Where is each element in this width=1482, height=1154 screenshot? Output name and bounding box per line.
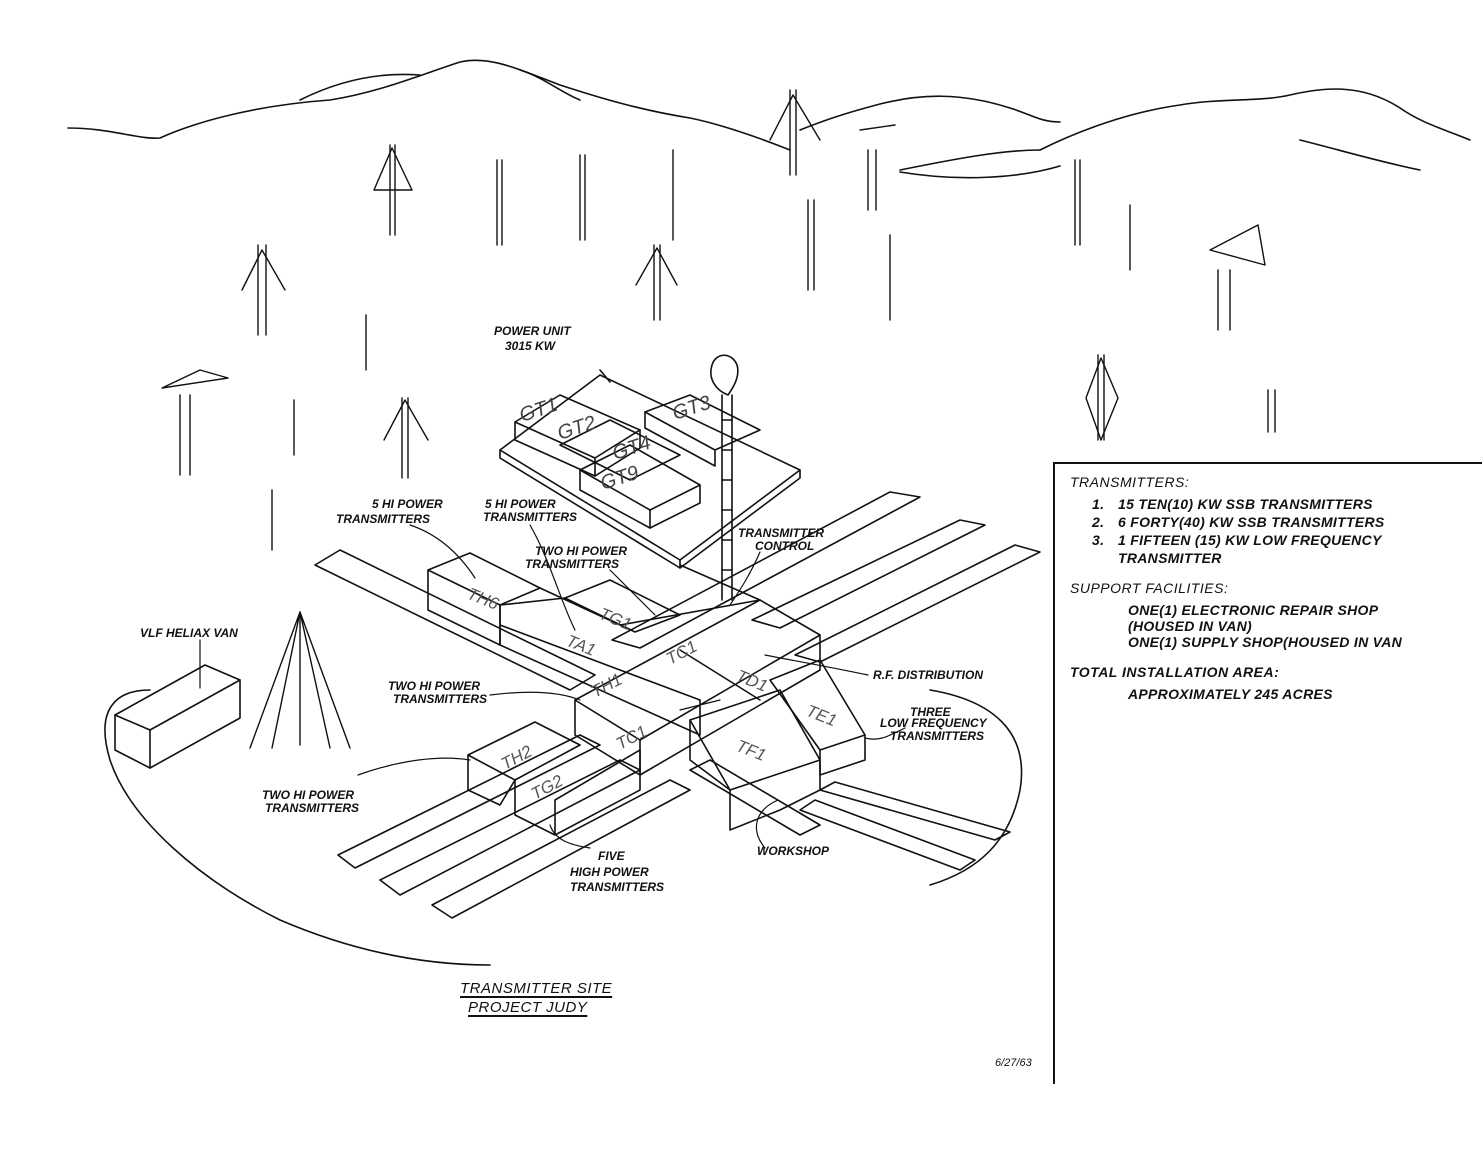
five-hi-power-left-2: TRANSMITTERS	[336, 512, 430, 526]
five-hi-power-center-2: TRANSMITTERS	[483, 510, 577, 524]
area-value: APPROXIMATELY 245 ACRES	[1128, 686, 1333, 702]
box-label: TH6	[465, 584, 502, 614]
control-tower	[710, 354, 739, 601]
vlf-heliax-van	[114, 664, 241, 769]
two-hi-power-mid-2: TRANSMITTERS	[393, 692, 487, 706]
leader-lines	[199, 524, 906, 849]
two-hi-power-top-2: TRANSMITTERS	[525, 557, 619, 571]
five-high-power-2: HIGH POWER	[570, 865, 649, 879]
transmitters-heading: TRANSMITTERS:	[1070, 474, 1190, 490]
legend-item-text: 15 TEN(10) KW SSB TRANSMITTERS	[1118, 496, 1373, 512]
support-heading: SUPPORT FACILITIES:	[1070, 580, 1229, 596]
drawing-caption: TRANSMITTER SITE PROJECT JUDY	[460, 980, 612, 1016]
support-item: (HOUSED IN VAN)	[1128, 618, 1253, 634]
box-label: TD1	[734, 666, 771, 696]
legend-item-text: 1 FIFTEEN (15) KW LOW FREQUENCY	[1118, 532, 1382, 548]
rf-distribution-label: R.F. DISTRIBUTION	[873, 668, 983, 682]
two-hi-power-bottom-1: TWO HI POWER	[262, 788, 354, 802]
support-item: ONE(1) ELECTRONIC REPAIR SHOP	[1128, 602, 1379, 618]
five-hi-power-left-1: 5 HI POWER	[372, 497, 443, 511]
power-unit-kw: 3015 KW	[505, 339, 557, 353]
five-hi-power-center-1: 5 HI POWER	[485, 497, 556, 511]
legend-divider-vertical	[1053, 462, 1055, 1084]
box-label: GT4	[610, 432, 654, 465]
box-label: TE1	[804, 701, 840, 730]
transmitter-control-2: CONTROL	[755, 539, 814, 553]
box-label: TH2	[498, 741, 536, 773]
box-label: TC1	[663, 637, 700, 669]
legend-item-number: 1.	[1092, 496, 1105, 512]
caption-line-2: PROJECT JUDY	[468, 999, 588, 1016]
box-labels: GT1 GT2 GT3 GT4 GT9 TH6 TA1 TG1 TC1 TH1 …	[465, 392, 840, 804]
box-label: TG2	[528, 771, 567, 804]
legend-item: 2. 6 FORTY(40) KW SSB TRANSMITTERS	[1092, 514, 1470, 530]
box-label: GT2	[555, 412, 599, 445]
legend-item-number: 3.	[1092, 532, 1105, 548]
three-low-freq-1: THREE	[910, 705, 952, 719]
legend-item-text: 6 FORTY(40) KW SSB TRANSMITTERS	[1118, 514, 1385, 530]
caption-line-1: TRANSMITTER SITE	[460, 980, 613, 997]
callout-labels: POWER UNIT 3015 KW 5 HI POWER TRANSMITTE…	[140, 324, 988, 894]
site-boundary	[104, 689, 491, 966]
box-label: TG1	[597, 604, 635, 634]
site-boundary-east	[929, 689, 1023, 886]
two-hi-power-mid-1: TWO HI POWER	[388, 679, 480, 693]
box-label: TF1	[734, 736, 769, 765]
area-heading: TOTAL INSTALLATION AREA:	[1070, 664, 1280, 680]
power-unit-label: POWER UNIT	[494, 324, 572, 338]
mountain-ridge	[67, 59, 1471, 179]
box-label: GT3	[670, 392, 714, 425]
box-label: GT1	[517, 394, 561, 427]
three-low-freq-3: TRANSMITTERS	[890, 729, 984, 743]
transmitter-control-1: TRANSMITTER	[738, 526, 824, 540]
legend-item-continuation: TRANSMITTER	[1118, 550, 1222, 566]
power-unit	[499, 369, 801, 569]
workshop-label: WORKSHOP	[757, 844, 830, 858]
two-hi-power-top-1: TWO HI POWER	[535, 544, 627, 558]
legend-item: 3. 1 FIFTEEN (15) KW LOW FREQUENCY	[1092, 532, 1470, 548]
legend-item-number: 2.	[1092, 514, 1105, 530]
three-low-freq-2: LOW FREQUENCY	[880, 716, 988, 730]
five-high-power-1: FIVE	[598, 849, 626, 863]
legend-panel: TRANSMITTERS: 1. 15 TEN(10) KW SSB TRANS…	[1070, 474, 1470, 702]
support-item: ONE(1) SUPPLY SHOP(HOUSED IN VAN	[1128, 634, 1403, 650]
box-label: TA1	[564, 631, 599, 660]
legend-divider-horizontal	[1053, 462, 1482, 464]
legend-item: 1. 15 TEN(10) KW SSB TRANSMITTERS	[1092, 496, 1470, 512]
transmitter-buildings	[427, 552, 866, 836]
five-high-power-3: TRANSMITTERS	[570, 880, 664, 894]
vlf-van-label: VLF HELIAX VAN	[140, 626, 238, 640]
antenna-masts	[161, 89, 1276, 749]
drawing-date: 6/27/63	[995, 1057, 1032, 1069]
two-hi-power-bottom-2: TRANSMITTERS	[265, 801, 359, 815]
